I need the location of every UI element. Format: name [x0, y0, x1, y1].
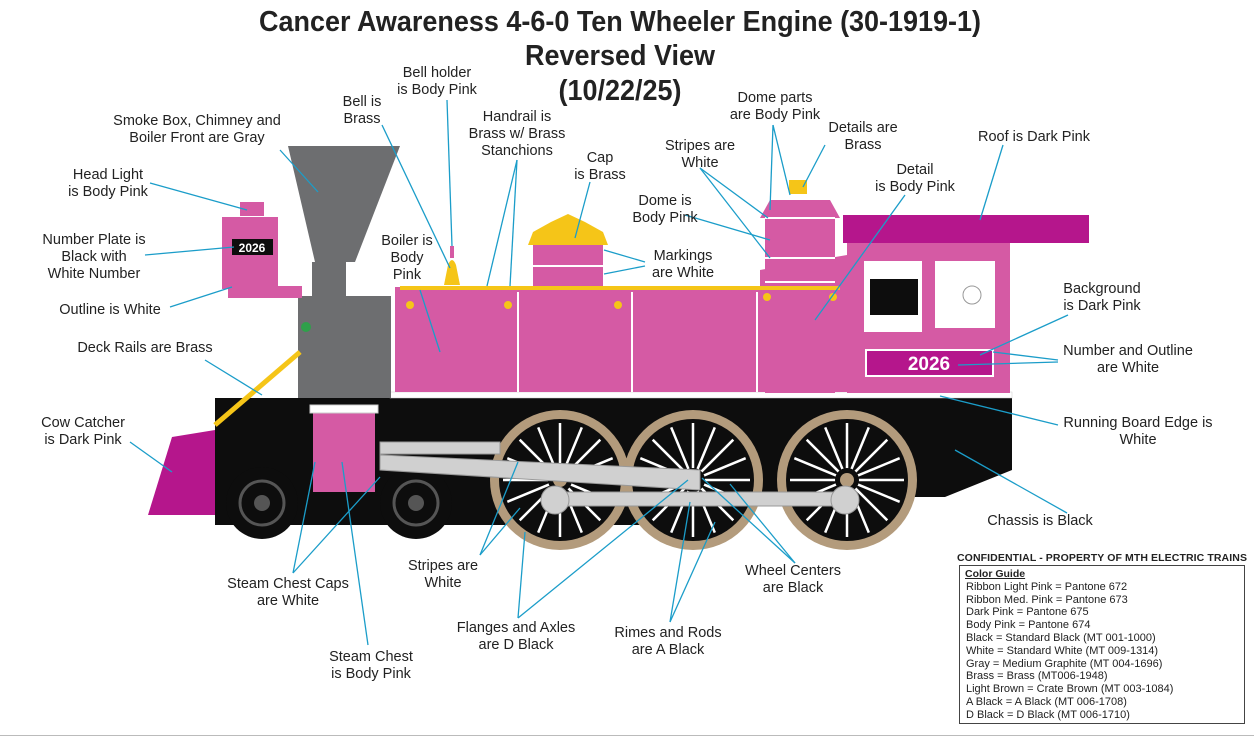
cab-number: 2026	[908, 354, 950, 375]
label-detail: Detail is Body Pink	[875, 162, 955, 195]
pilot-wheel-1	[226, 467, 298, 539]
label-stripes-top: Stripes are White	[664, 138, 736, 171]
color-guide-entry: Light Brown = Crate Brown (MT 003-1084)	[966, 683, 1174, 696]
deck-rail	[213, 350, 302, 427]
chimney	[288, 146, 400, 262]
label-steam-chest-caps: Steam Chest Caps are White	[227, 576, 349, 609]
label-wheel-centers: Wheel Centers are Black	[745, 563, 841, 596]
label-details: Details are Brass	[828, 120, 898, 153]
color-guide-entry: Brass = Brass (MT006-1948)	[966, 670, 1108, 683]
label-background: Background is Dark Pink	[1063, 281, 1141, 314]
driver-wheel-3	[777, 410, 917, 550]
divider	[0, 735, 1254, 736]
label-steam-chest: Steam Chest is Body Pink	[329, 649, 413, 682]
color-guide-entry: Gray = Medium Graphite (MT 004-1696)	[966, 657, 1163, 670]
label-running-board: Running Board Edge is White	[1063, 415, 1213, 448]
label-roof: Roof is Dark Pink	[977, 129, 1091, 145]
color-guide-entry: D Black = D Black (MT 006-1710)	[966, 708, 1130, 721]
label-dome: Dome is Body Pink	[632, 193, 698, 226]
label-number-outline: Number and Outline are White	[1063, 343, 1193, 376]
steam-chest-cap	[309, 404, 379, 414]
cow-catcher	[148, 430, 215, 515]
engineer-figure	[962, 285, 982, 305]
label-head-light: Head Light is Body Pink	[68, 167, 148, 200]
cab-number-board	[865, 349, 994, 377]
label-cow-catcher: Cow Catcher is Dark Pink	[41, 415, 125, 448]
label-bell-holder: Bell holder is Body Pink	[397, 65, 477, 98]
label-markings: Markings are White	[651, 248, 715, 281]
leader-lines	[129, 99, 1069, 646]
label-handrail: Handrail is Brass w/ Brass Stanchions	[468, 109, 566, 159]
color-guide-entry: White = Standard White (MT 009-1314)	[966, 644, 1159, 657]
headlight-number: 2026	[239, 241, 266, 255]
title-line-2: Reversed View	[525, 40, 715, 72]
color-guide-entry: Ribbon Light Pink = Pantone 672	[966, 580, 1128, 593]
color-guide-entry: Ribbon Med. Pink = Pantone 673	[966, 593, 1128, 606]
bell-holder	[450, 246, 454, 258]
cab-window-side	[935, 261, 995, 328]
pilot-wheel-2	[380, 467, 452, 539]
label-outline: Outline is White	[59, 302, 161, 318]
label-number-plate: Number Plate is Black with White Number	[42, 232, 146, 282]
color-guide-entry: Body Pink = Pantone 674	[966, 619, 1091, 632]
title-line-1: Cancer Awareness 4-6-0 Ten Wheeler Engin…	[259, 6, 981, 38]
side-rod	[549, 491, 851, 507]
smoke-box	[298, 296, 391, 398]
main-rod	[379, 454, 701, 491]
class-light	[301, 322, 311, 332]
color-guide: Color Guide Ribbon Light Pink = Pantone …	[959, 565, 1245, 724]
confidential-notice: CONFIDENTIAL - PROPERTY OF MTH ELECTRIC …	[957, 552, 1248, 564]
title-line-3: (10/22/25)	[558, 75, 682, 107]
color-guide-title: Color Guide	[965, 568, 1026, 580]
label-boiler: Boiler is Body Pink	[381, 233, 433, 283]
headlight-number-plate	[232, 239, 273, 255]
cab-roof	[843, 215, 1089, 243]
label-stripes-bottom: Stripes are White	[407, 558, 479, 591]
label-smoke-box: Smoke Box, Chimney and Boiler Front are …	[113, 113, 281, 146]
label-flanges-axles: Flanges and Axles are D Black	[456, 620, 576, 653]
label-rimes-rods: Rimes and Rods are A Black	[614, 625, 722, 658]
steam-dome	[765, 218, 835, 393]
bell	[444, 260, 460, 285]
dome-brass-detail	[789, 180, 807, 194]
label-cap: Cap is Brass	[574, 150, 626, 183]
label-deck-rails: Deck Rails are Brass	[77, 340, 213, 356]
sand-dome-cap	[528, 214, 608, 245]
label-chassis: Chassis is Black	[987, 513, 1093, 529]
label-bell: Bell is Brass	[342, 94, 382, 127]
color-guide-entry: A Black = A Black (MT 006-1708)	[966, 695, 1127, 708]
color-guide-entry: Black = Standard Black (MT 001-1000)	[966, 631, 1156, 644]
color-guide-entry: Dark Pink = Pantone 675	[966, 606, 1089, 619]
label-dome-parts: Dome parts are Body Pink	[729, 90, 821, 123]
